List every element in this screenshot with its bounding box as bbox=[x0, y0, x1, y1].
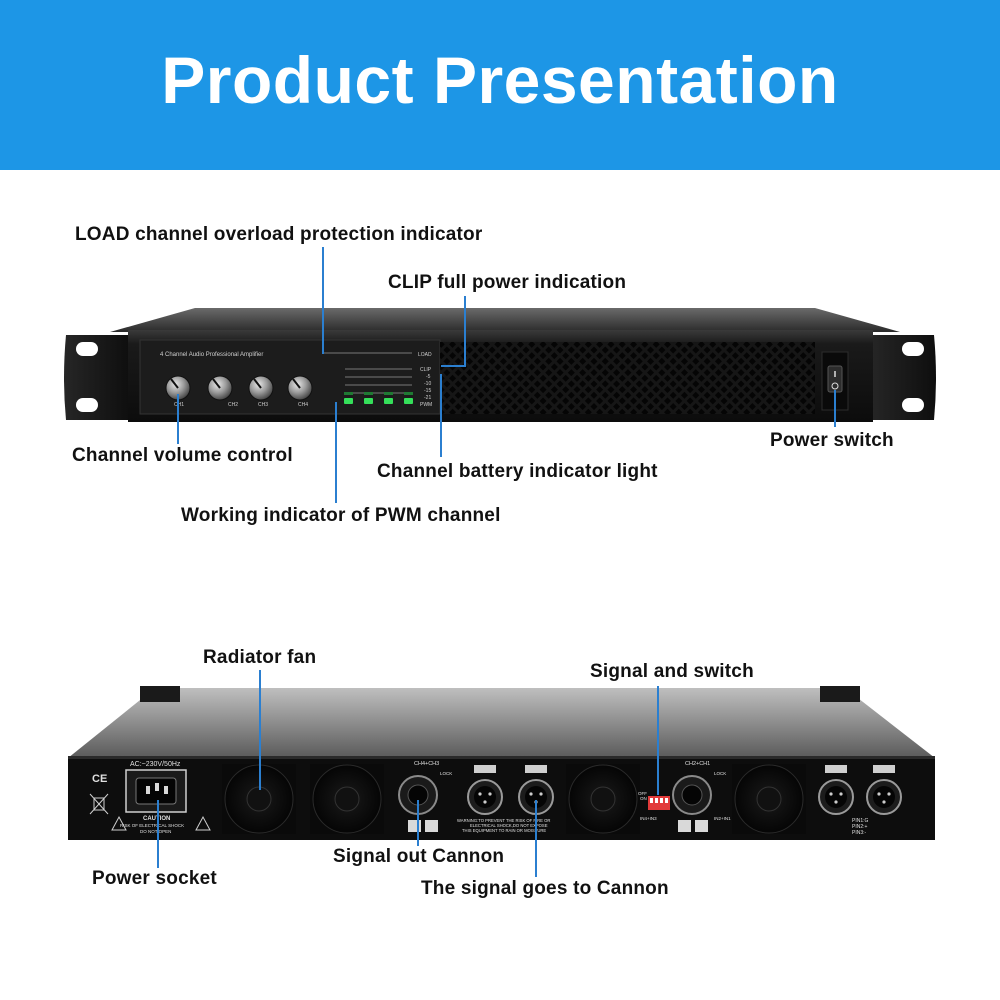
warning-line: THIS EQUIPMENT TO RAIN OR MOISTURE bbox=[462, 828, 546, 833]
callout-signal-switch: Signal and switch bbox=[590, 661, 754, 682]
callout-volume-control: Channel volume control bbox=[72, 445, 293, 466]
warning-line: WARNING:TO PREVENT THE RISK OF FIRE OR bbox=[457, 818, 550, 823]
knob-label: CH3 bbox=[258, 402, 268, 408]
warning-line: ELECTRICAL SHOCK,DO NOT EXPOSE bbox=[470, 823, 548, 828]
speakon-label: CH2+CH1 bbox=[685, 761, 710, 767]
rear-panel-device: CE AC:~230V/50Hz CAUTION RISK OF ELECTRI… bbox=[68, 686, 935, 840]
knob-label: CH4 bbox=[298, 402, 308, 408]
page-title: Product Presentation bbox=[161, 43, 839, 117]
xlr-connector[interactable] bbox=[467, 779, 503, 815]
lock-label: LOCK bbox=[440, 771, 452, 776]
volume-knob-ch2[interactable] bbox=[207, 375, 233, 401]
pin-label: PIN2:+ bbox=[852, 824, 868, 830]
meter-label: -5 bbox=[426, 374, 431, 380]
meter-label-load: LOAD bbox=[418, 352, 432, 358]
callout-pwm-indicator: Working indicator of PWM channel bbox=[181, 505, 501, 526]
xlr-connector[interactable] bbox=[818, 779, 854, 815]
meter-label-clip: CLIP bbox=[420, 367, 432, 373]
pin-label: PIN3:- bbox=[852, 830, 867, 836]
meter-label: -15 bbox=[424, 388, 431, 394]
callout-power-switch: Power switch bbox=[770, 430, 894, 451]
bridge-label: IN4+IN3 bbox=[640, 816, 657, 821]
vent-grille bbox=[440, 342, 815, 414]
callout-signal-in: The signal goes to Cannon bbox=[421, 878, 669, 899]
caution-title: CAUTION bbox=[143, 816, 170, 822]
lock-label: LOCK bbox=[714, 771, 726, 776]
power-switch[interactable] bbox=[827, 365, 843, 393]
ce-mark: CE bbox=[92, 773, 107, 785]
weee-bin-icon bbox=[89, 793, 109, 815]
front-callout-lines bbox=[177, 247, 836, 503]
callout-clip-indication: CLIP full power indication bbox=[388, 272, 627, 293]
model-text: 4 Channel Audio Professional Amplifier bbox=[160, 352, 263, 358]
front-panel-device: 4 Channel Audio Professional Amplifier C… bbox=[64, 308, 936, 422]
radiator-fan-1 bbox=[222, 764, 296, 834]
speakon-label: CH4+CH3 bbox=[414, 761, 439, 767]
callout-power-socket: Power socket bbox=[92, 868, 217, 889]
dip-on-label: ON bbox=[640, 796, 647, 801]
radiator-fan-3 bbox=[566, 764, 640, 834]
meter-label-pwm: PWM bbox=[420, 402, 432, 408]
ac-label: AC:~230V/50Hz bbox=[130, 761, 181, 768]
pwm-indicator-lights bbox=[344, 398, 413, 404]
dip-off-label: OFF bbox=[638, 791, 647, 796]
caution-line: RISK OF ELECTRICAL SHOCK bbox=[120, 823, 184, 828]
volume-knob-ch4[interactable] bbox=[287, 375, 313, 401]
speakon-output-ch2-ch1[interactable] bbox=[672, 775, 712, 815]
xlr-connector[interactable] bbox=[518, 779, 554, 815]
radiator-fan-2 bbox=[310, 764, 384, 834]
bridge-label: IN2+IN1 bbox=[714, 816, 731, 821]
radiator-fan-4 bbox=[732, 764, 806, 834]
callout-radiator-fan: Radiator fan bbox=[203, 647, 317, 668]
warning-triangle-icon bbox=[111, 815, 211, 831]
knob-label: CH2 bbox=[228, 402, 238, 408]
pin-label: PIN1:G bbox=[852, 818, 869, 824]
volume-knob-ch3[interactable] bbox=[248, 375, 274, 401]
knob-label: CH1 bbox=[174, 402, 184, 408]
dip-switch[interactable] bbox=[648, 796, 670, 810]
callout-signal-out: Signal out Cannon bbox=[333, 846, 505, 867]
meter-label: -21 bbox=[424, 395, 431, 401]
rear-callout-lines bbox=[157, 670, 659, 877]
level-meters: LOAD CLIP -5 -10 -15 -21 PWM bbox=[322, 352, 432, 408]
caution-line: DO NOT OPEN bbox=[140, 829, 171, 834]
title-banner: Product Presentation bbox=[0, 0, 1000, 170]
callout-battery-indicator: Channel battery indicator light bbox=[377, 461, 658, 482]
xlr-connector[interactable] bbox=[866, 779, 902, 815]
meter-label: -10 bbox=[424, 381, 431, 387]
callout-load-indicator: LOAD channel overload protection indicat… bbox=[75, 224, 483, 245]
